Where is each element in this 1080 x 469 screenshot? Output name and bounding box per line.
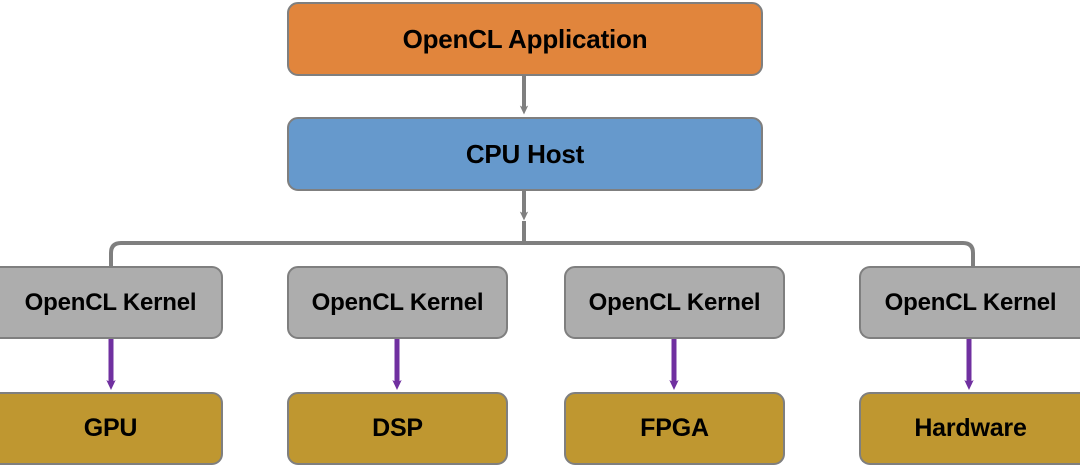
node-hardware-gpu-label: GPU bbox=[83, 414, 138, 442]
node-opencl-kernel-2-label: OpenCL Kernel bbox=[311, 288, 484, 316]
node-hardware-generic-label: Hardware bbox=[914, 414, 1027, 442]
edge-bus-to-kernels bbox=[109, 241, 975, 269]
node-cpu-host-label: CPU Host bbox=[465, 139, 585, 169]
node-opencl-application-label: OpenCL Application bbox=[402, 24, 648, 54]
node-hardware-fpga[interactable]: FPGA bbox=[564, 392, 785, 465]
node-opencl-kernel-3-label: OpenCL Kernel bbox=[588, 288, 761, 316]
node-hardware-generic[interactable]: Hardware bbox=[859, 392, 1080, 465]
node-hardware-dsp[interactable]: DSP bbox=[287, 392, 508, 465]
node-hardware-dsp-label: DSP bbox=[372, 414, 423, 442]
node-cpu-host[interactable]: CPU Host bbox=[287, 117, 763, 191]
node-opencl-application[interactable]: OpenCL Application bbox=[287, 2, 763, 76]
node-opencl-kernel-1-label: OpenCL Kernel bbox=[24, 288, 197, 316]
node-hardware-gpu[interactable]: GPU bbox=[0, 392, 223, 465]
node-opencl-kernel-1[interactable]: OpenCL Kernel bbox=[0, 266, 223, 339]
node-opencl-kernel-2[interactable]: OpenCL Kernel bbox=[287, 266, 508, 339]
node-hardware-fpga-label: FPGA bbox=[640, 414, 709, 442]
node-opencl-kernel-3[interactable]: OpenCL Kernel bbox=[564, 266, 785, 339]
node-opencl-kernel-4[interactable]: OpenCL Kernel bbox=[859, 266, 1080, 339]
node-opencl-kernel-4-label: OpenCL Kernel bbox=[884, 288, 1057, 316]
